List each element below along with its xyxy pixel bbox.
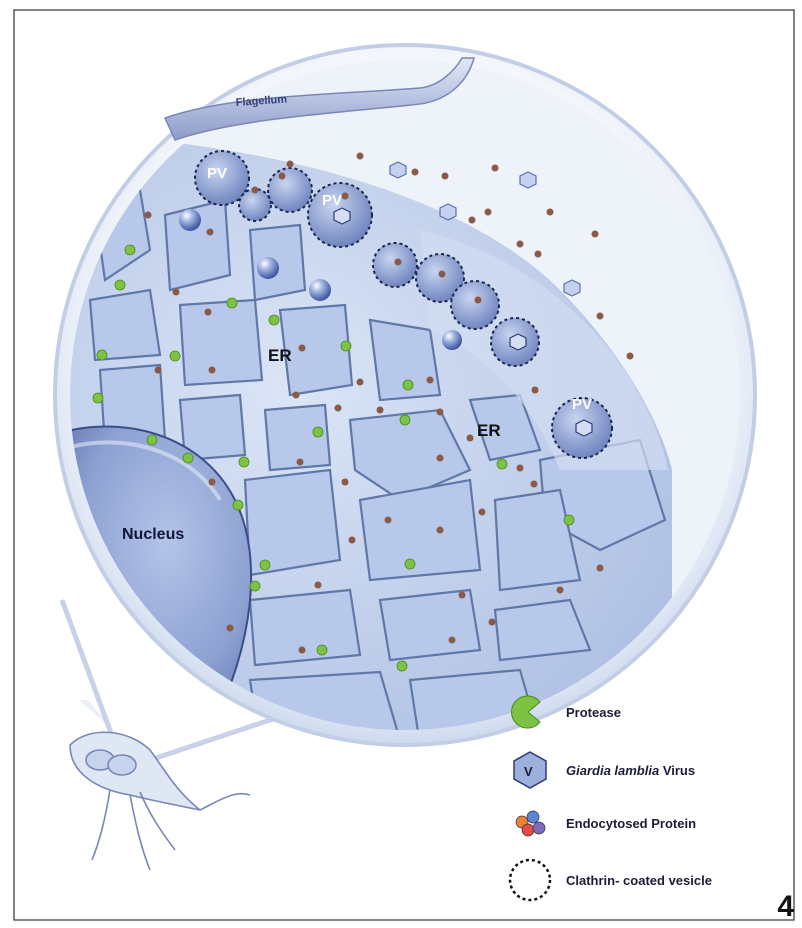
legend-clathrin: Clathrin- coated vesicle <box>566 873 712 888</box>
pv-label-3: PV <box>572 396 592 413</box>
legend-virus-rest: Virus <box>659 763 695 778</box>
legend-virus-italic: Giardia lamblia <box>566 763 659 778</box>
endocytosed-protein-icon <box>516 811 545 836</box>
legend-endocytosed: Endocytosed Protein <box>566 816 696 831</box>
er-label-2: ER <box>477 421 501 440</box>
panel-number: 4 <box>777 890 794 924</box>
virus-icon-letter: V <box>524 764 533 779</box>
pv-label-1: PV <box>207 165 227 182</box>
virus-icon: V <box>514 752 546 788</box>
er-label-1: ER <box>268 346 292 365</box>
legend-protease: Protease <box>566 705 621 720</box>
legend-virus: Giardia lamblia Virus <box>566 763 695 778</box>
giardia-cell-icon <box>70 732 250 870</box>
pv-label-2: PV <box>322 192 342 209</box>
nucleus-label: Nucleus <box>122 526 184 543</box>
clathrin-vesicle-icon <box>510 860 550 900</box>
